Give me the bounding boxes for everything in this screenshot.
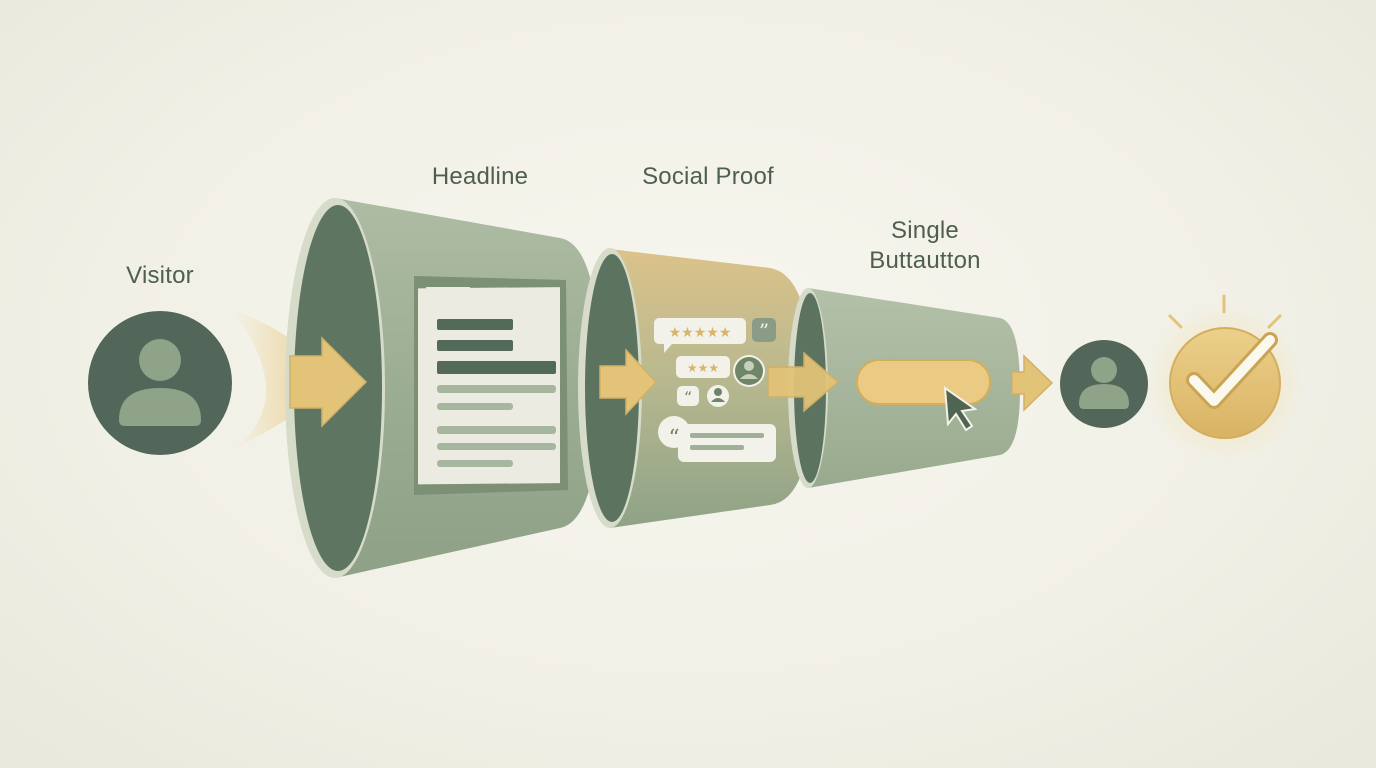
sparkle-ray xyxy=(1168,314,1183,329)
visitor-avatar xyxy=(88,311,232,455)
arrow-icon xyxy=(1011,354,1054,412)
svg-text:“: “ xyxy=(684,388,692,407)
stage-label-line-2: Buttautton xyxy=(869,247,981,274)
converted-avatar xyxy=(1060,340,1148,428)
svg-text:“: “ xyxy=(668,426,679,451)
reviews-icon: ★★★★★ ” ★★★ “ “ xyxy=(654,318,776,462)
svg-text:★★★★★: ★★★★★ xyxy=(669,325,732,341)
stage-label-social-proof: Social Proof xyxy=(642,163,774,190)
arrow-icon xyxy=(767,351,840,413)
svg-text:★★★: ★★★ xyxy=(687,361,719,375)
sparkle-ray xyxy=(1267,314,1282,329)
arrow-icon xyxy=(599,348,658,416)
button-cursor-icon xyxy=(856,359,991,432)
svg-text:”: ” xyxy=(759,319,769,343)
document-icon xyxy=(414,276,568,495)
stage-label-line-1: Single xyxy=(891,217,959,244)
checkmark-icon xyxy=(1147,294,1303,461)
stage-label-headline: Headline xyxy=(431,163,529,190)
arrow-icon xyxy=(289,336,368,428)
stage-label-single-button: Single Buttautton xyxy=(830,216,1020,276)
stage-label-visitor: Visitor xyxy=(126,262,194,289)
